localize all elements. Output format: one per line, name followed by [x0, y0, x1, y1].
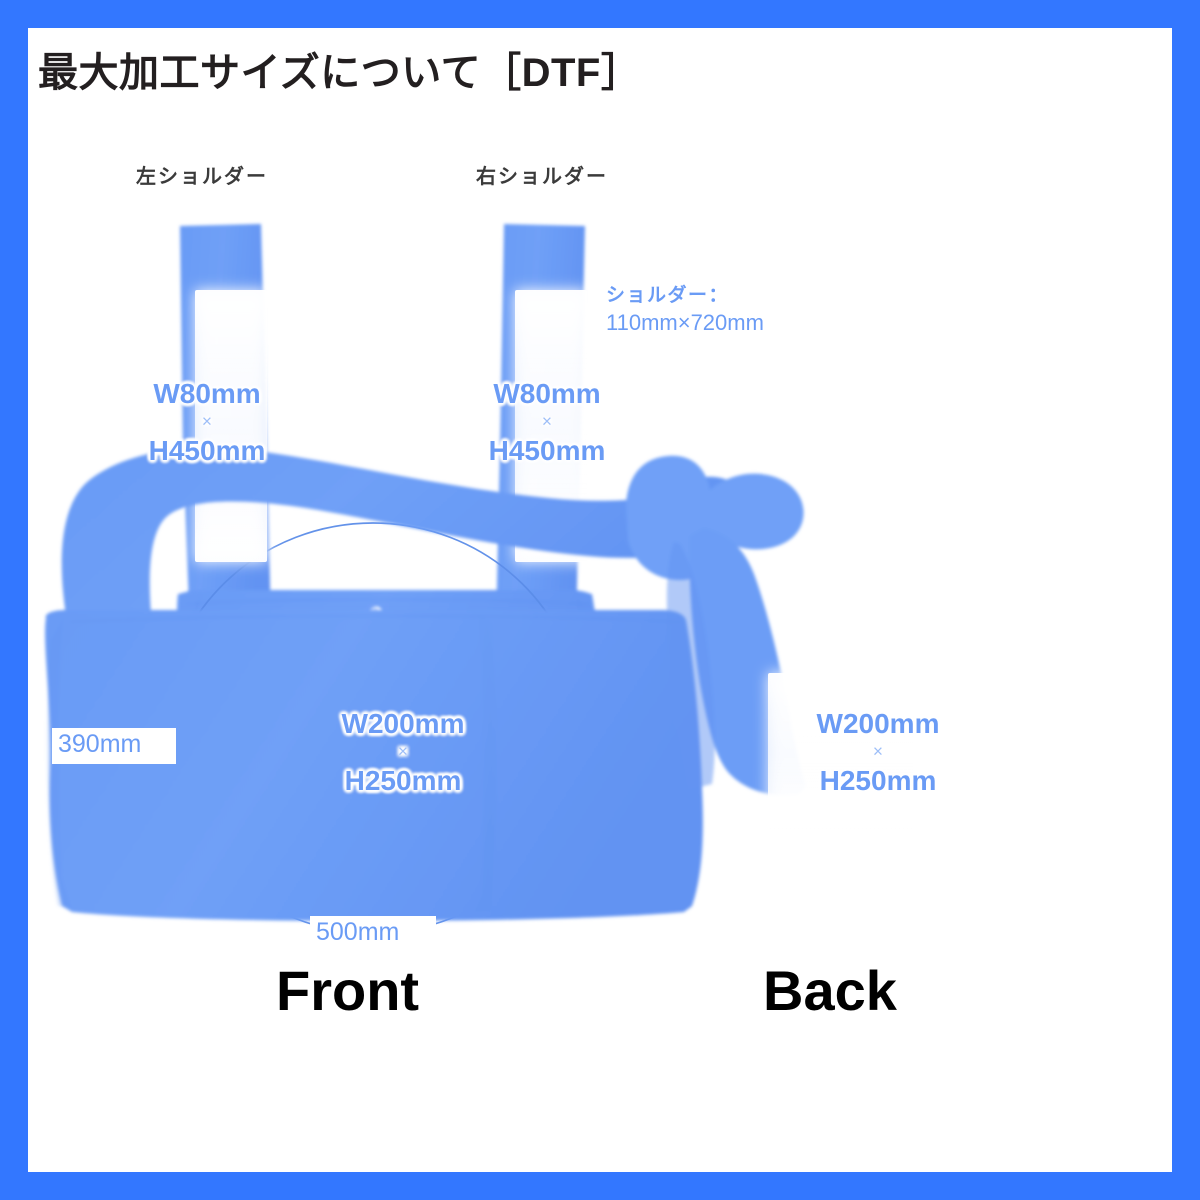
poster-canvas: 最大加工サイズについて［DTF］ 左ショルダー 右ショルダー — [28, 28, 1172, 1172]
multiply-icon: × — [541, 411, 553, 432]
print-size-front-body: W200mm × H250mm — [283, 708, 523, 796]
front-caption: Front — [276, 959, 420, 1022]
bag-height-measurement: 390mm — [58, 730, 142, 758]
right-shoulder-label: 右ショルダー — [476, 166, 608, 188]
shoulder-spec-note: ショルダー： 110mm×720mm — [606, 283, 764, 338]
height-measure-backdrop — [52, 728, 176, 764]
bag-width-measurement: 500mm — [316, 918, 400, 946]
width-measure-backdrop — [310, 916, 436, 954]
print-size-width: W80mm — [153, 378, 261, 409]
print-size-height: H250mm — [819, 764, 937, 796]
multiply-icon: × — [397, 741, 409, 762]
print-size-left-strap: W80mm × H450mm — [92, 378, 322, 466]
print-size-height: H450mm — [488, 434, 606, 466]
bag-illustration — [45, 224, 913, 934]
multiply-icon: × — [201, 411, 213, 432]
back-caption: Back — [763, 959, 897, 1022]
multiply-icon: × — [872, 741, 884, 762]
shoulder-spec-value: 110mm×720mm — [606, 310, 764, 336]
print-size-height: H450mm — [148, 434, 266, 466]
print-size-height: H250mm — [344, 764, 462, 796]
print-size-back-body: W200mm × H250mm — [758, 708, 998, 796]
print-size-width: W200mm — [341, 708, 465, 739]
print-size-width: W80mm — [493, 378, 601, 409]
back-bag-body — [45, 448, 806, 921]
print-size-right-strap: W80mm × H450mm — [432, 378, 662, 466]
page-title: 最大加工サイズについて［DTF］ — [38, 51, 642, 95]
print-size-width: W200mm — [816, 708, 940, 739]
front-bag-eyelet — [370, 606, 382, 618]
shoulder-spec-title: ショルダー： — [606, 285, 730, 306]
left-shoulder-label: 左ショルダー — [136, 166, 268, 188]
